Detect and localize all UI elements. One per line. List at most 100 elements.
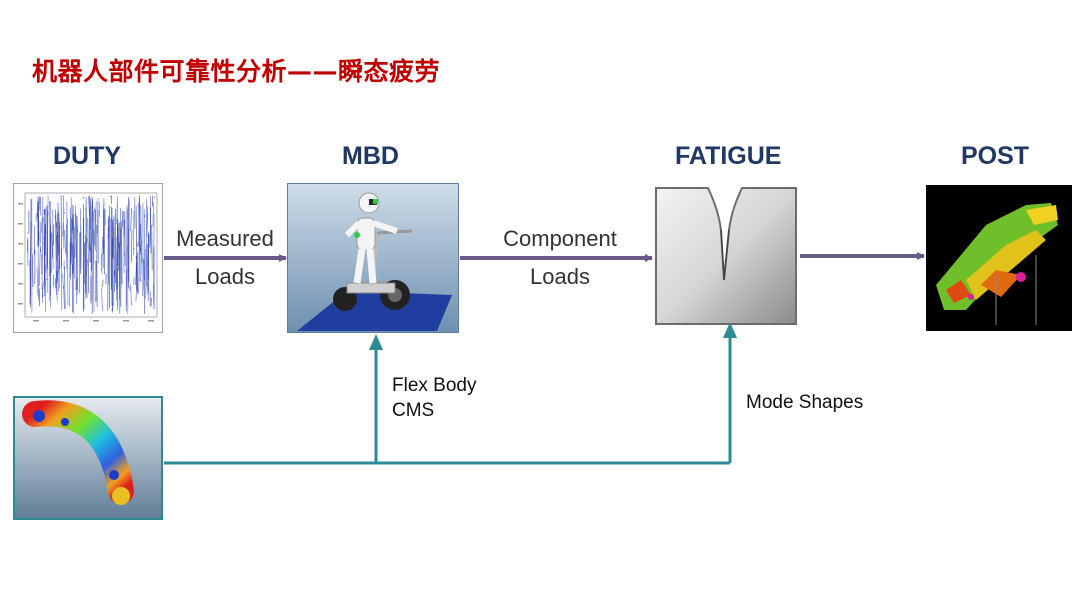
- duty-noise-stroke: [120, 207, 122, 288]
- duty-noise-stroke: [121, 221, 123, 285]
- duty-noise-stroke: [76, 277, 78, 304]
- duty-noise-stroke: [44, 227, 47, 255]
- duty-noise-stroke: [64, 230, 66, 254]
- duty-noise-stroke: [75, 227, 78, 291]
- duty-noise-stroke: [60, 248, 63, 311]
- mode-shapes-label: Mode Shapes: [746, 392, 864, 413]
- duty-noise-stroke: [133, 247, 135, 250]
- duty-noise-stroke: [29, 221, 32, 305]
- stage-label-fatigue: FATIGUE: [675, 142, 782, 170]
- cms-line: CMS: [392, 400, 435, 421]
- duty-noise-stroke: [38, 196, 40, 212]
- duty-noise-stroke: [116, 219, 119, 290]
- duty-noise-stroke: [110, 218, 112, 290]
- duty-noise-stroke: [58, 221, 61, 274]
- duty-noise-stroke: [111, 206, 113, 306]
- duty-noise-stroke: [69, 241, 71, 307]
- duty-noise-stroke: [115, 236, 117, 301]
- post-fatigue-contour-image: [926, 185, 1072, 331]
- duty-noise-stroke: [113, 227, 115, 292]
- duty-noise-stroke: [139, 224, 142, 237]
- flex-body-line: Flex Body: [392, 375, 477, 396]
- duty-noise-stroke: [139, 276, 142, 282]
- fatigue-specimen-image: [653, 185, 799, 327]
- duty-noise-stroke: [130, 283, 132, 306]
- duty-noise-stroke: [121, 210, 123, 228]
- stage-label-mbd: MBD: [342, 142, 399, 170]
- duty-noise-stroke: [54, 278, 57, 289]
- duty-noise-stroke: [92, 229, 95, 312]
- duty-noise-stroke: [64, 266, 66, 309]
- duty-noise-stroke: [136, 241, 139, 247]
- duty-noise-stroke: [103, 202, 105, 208]
- mbd-robot-model-image: [286, 182, 460, 334]
- measured-loads-line2: Loads: [195, 264, 255, 289]
- duty-noise-stroke: [37, 201, 39, 301]
- duty-noise-stroke: [62, 194, 65, 250]
- duty-noise-stroke: [135, 205, 138, 292]
- duty-noise-stroke: [146, 256, 148, 266]
- flex-body-contour-image: [13, 396, 163, 520]
- slide-title: 机器人部件可靠性分析——瞬态疲劳: [32, 57, 441, 86]
- duty-noise-stroke: [132, 210, 135, 256]
- duty-noise-stroke: [63, 285, 65, 310]
- duty-noise-stroke: [41, 282, 44, 298]
- measured-loads-label: Measured Loads: [165, 220, 285, 296]
- duty-noise-stroke: [49, 201, 51, 301]
- duty-noise-stroke: [95, 201, 97, 251]
- duty-noise-stroke: [146, 244, 149, 292]
- duty-noise-stroke: [123, 251, 126, 257]
- duty-noise-stroke: [50, 226, 52, 273]
- duty-axis-ticks: [18, 203, 154, 322]
- duty-noise-stroke: [55, 234, 58, 261]
- duty-noise-stroke: [86, 238, 88, 246]
- duty-noise-stroke: [112, 223, 114, 261]
- duty-noise-stroke: [138, 240, 140, 294]
- duty-noise-stroke: [94, 209, 96, 246]
- duty-noise-stroke: [51, 232, 53, 259]
- duty-noise-stroke: [71, 236, 74, 313]
- duty-noise-stroke: [72, 264, 74, 275]
- duty-noise-stroke: [107, 217, 109, 311]
- duty-noise-stroke: [85, 197, 88, 298]
- duty-noise-stroke: [56, 231, 58, 284]
- duty-noise-stroke: [123, 211, 125, 274]
- duty-noise-stroke: [55, 215, 57, 295]
- component-loads-line1: Component: [503, 226, 617, 251]
- duty-noise-stroke: [40, 217, 43, 233]
- duty-noise-stroke: [96, 261, 98, 308]
- duty-noise-stroke: [56, 270, 58, 302]
- duty-noise-stroke: [146, 213, 148, 231]
- duty-noise-stroke: [149, 207, 152, 254]
- measured-loads-line1: Measured: [176, 226, 274, 251]
- duty-noise-stroke: [149, 290, 151, 307]
- duty-noise-stroke: [130, 208, 132, 232]
- duty-noise-stroke: [39, 244, 42, 253]
- duty-noise-stroke: [135, 291, 137, 302]
- duty-noise-stroke: [84, 242, 86, 294]
- duty-noise-stroke: [126, 204, 128, 306]
- duty-noise-stroke: [60, 225, 62, 228]
- duty-noise-stroke: [88, 196, 90, 216]
- flex-body-cms-label: Flex Body CMS: [392, 373, 476, 423]
- duty-noise-stroke: [98, 201, 101, 218]
- duty-noise-stroke: [151, 224, 153, 270]
- duty-noise-stroke: [36, 267, 39, 296]
- duty-noise-stroke: [72, 243, 74, 274]
- duty-noise-stroke: [32, 254, 34, 288]
- duty-noise-stroke: [101, 287, 103, 312]
- duty-noise-stroke: [133, 215, 135, 217]
- stage-label-post: POST: [961, 142, 1030, 170]
- duty-noise-stroke: [101, 236, 103, 271]
- duty-noise-stroke: [87, 218, 90, 294]
- duty-noise-stroke: [140, 237, 142, 276]
- duty-noise-stroke: [41, 196, 44, 291]
- duty-load-history-image: [12, 182, 164, 334]
- duty-noise-stroke: [138, 197, 140, 247]
- duty-noise-stroke: [153, 196, 156, 198]
- duty-noise-trace: [27, 194, 156, 315]
- duty-noise-stroke: [74, 212, 76, 239]
- component-loads-line2: Loads: [530, 264, 590, 289]
- duty-noise-stroke: [130, 230, 133, 263]
